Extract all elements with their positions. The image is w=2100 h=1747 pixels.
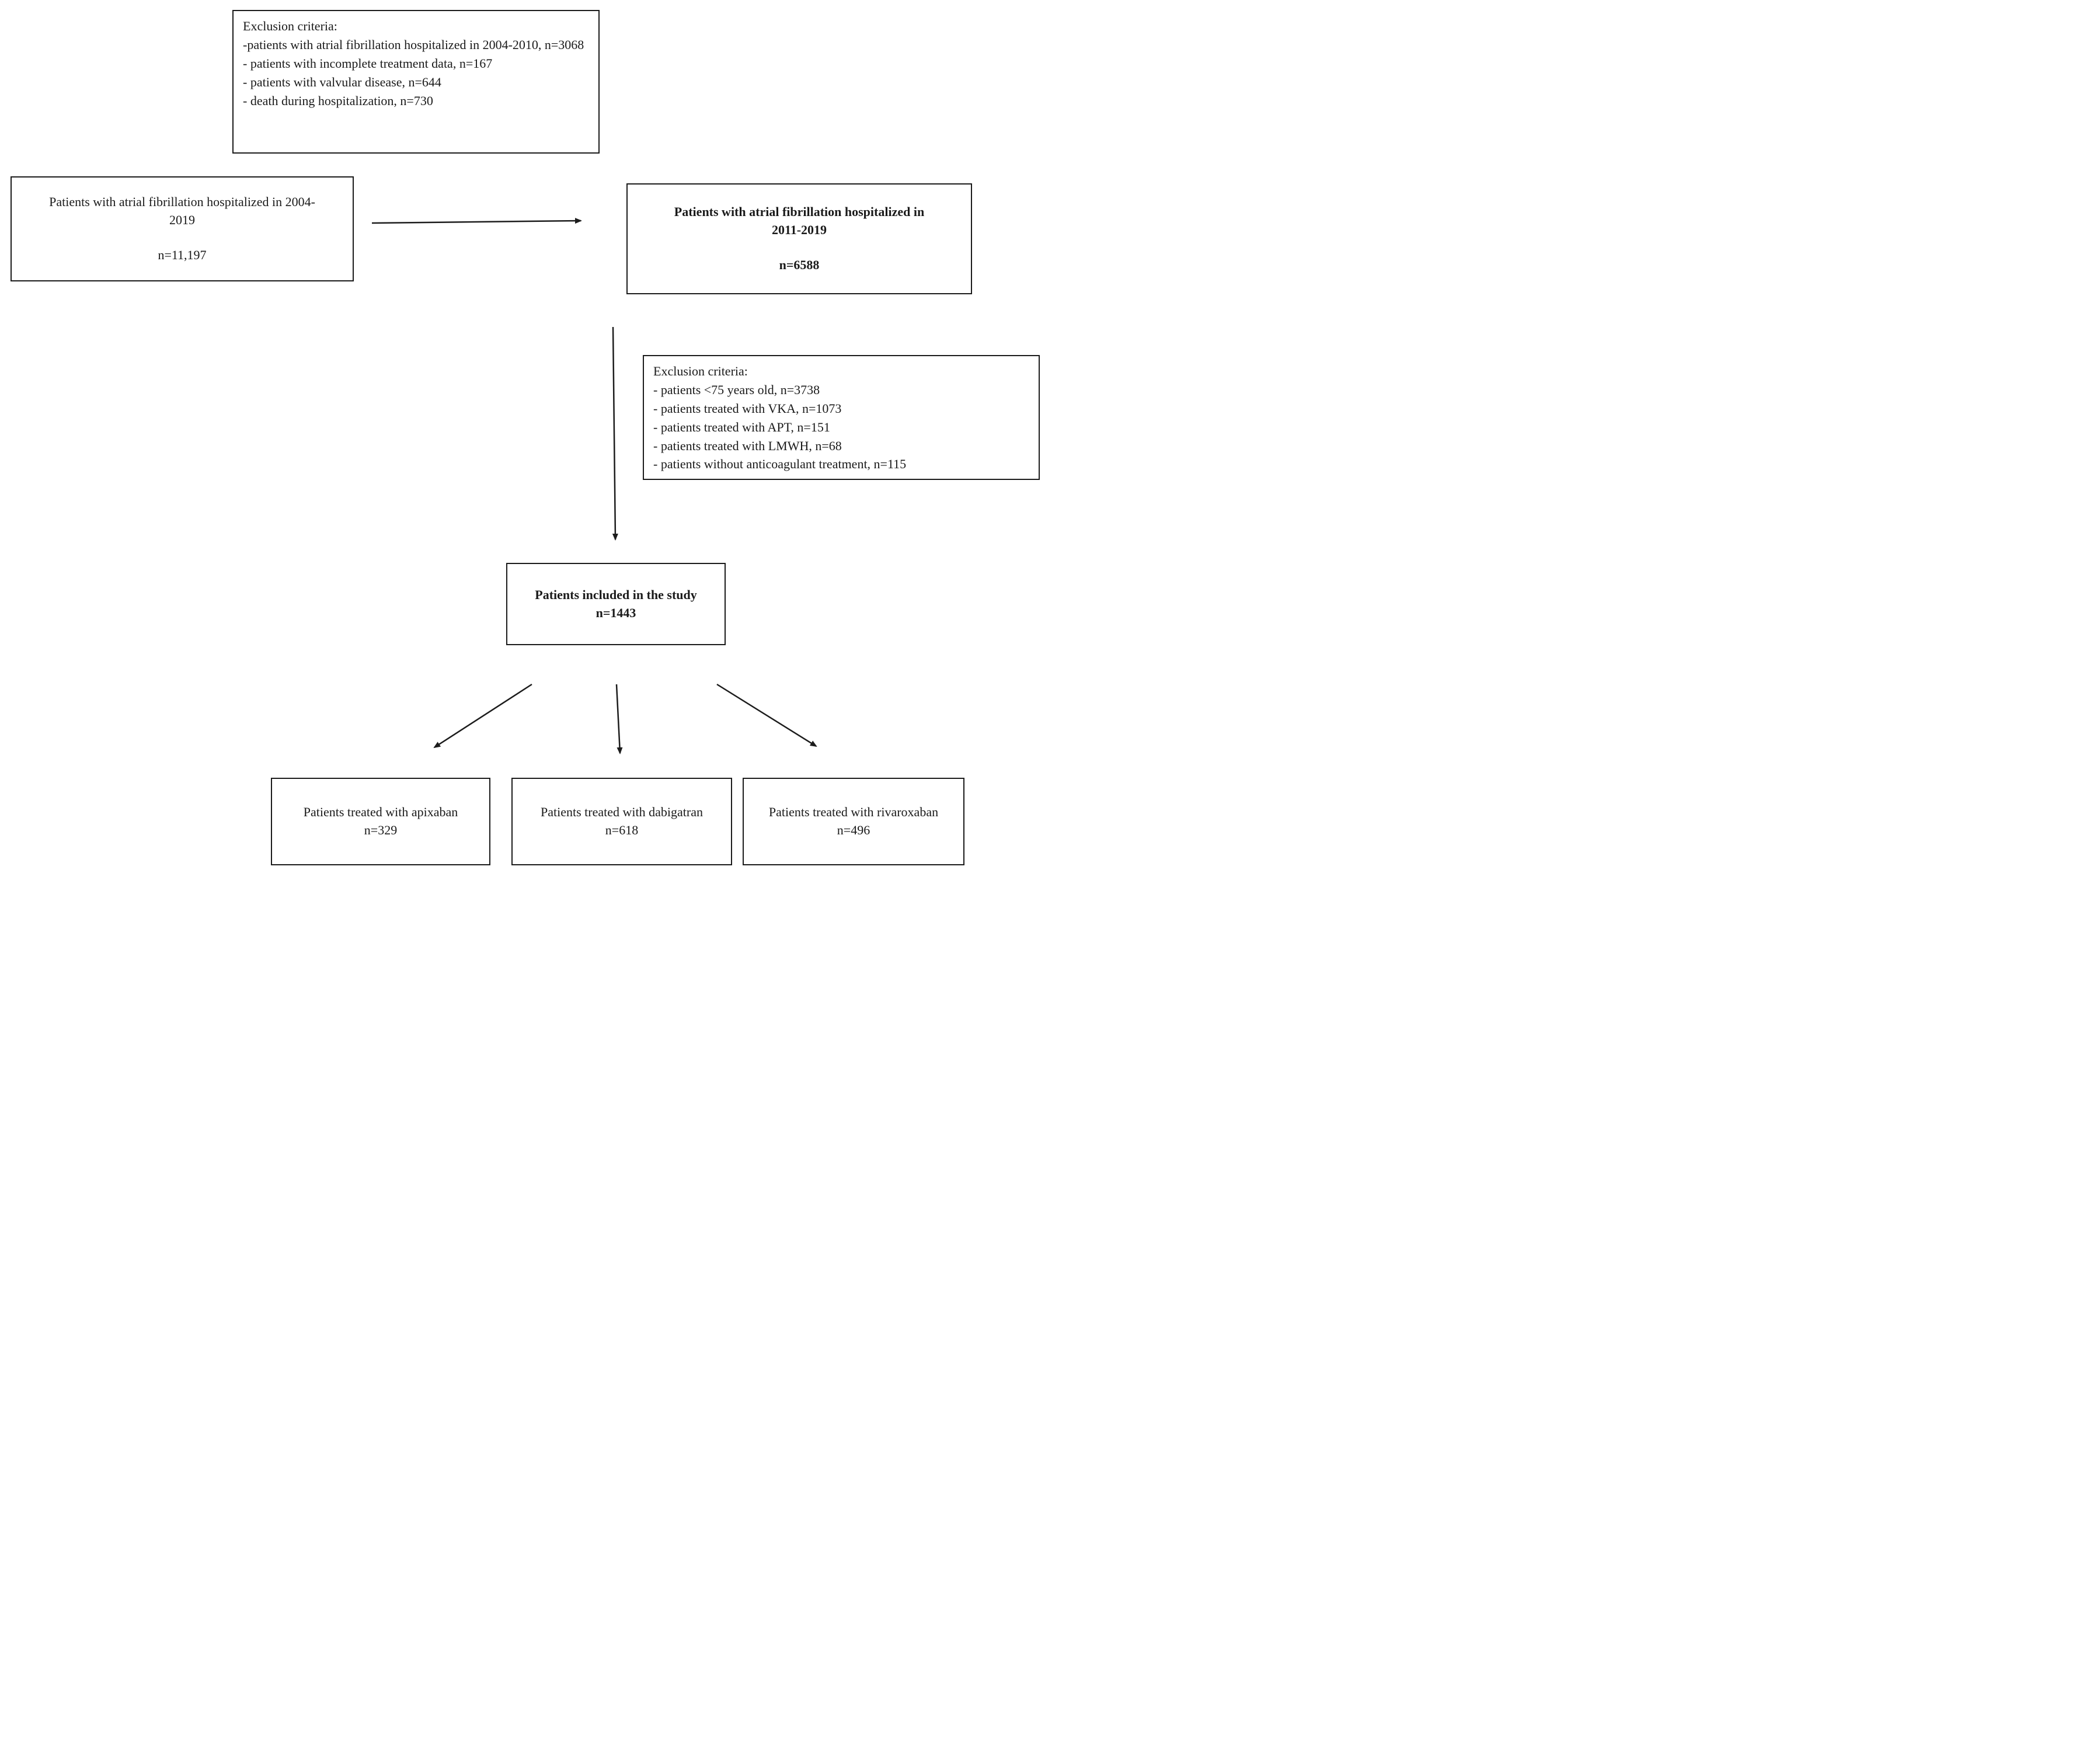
exclusion-criteria-mid-box: Exclusion criteria: - patients <75 years… bbox=[643, 355, 1040, 480]
exclusion-top-item: -patients with atrial fibrillation hospi… bbox=[243, 37, 584, 52]
exclusion-top-item: - patients with incomplete treatment dat… bbox=[243, 55, 493, 71]
source-population-box: Patients with atrial fibrillation hospit… bbox=[11, 176, 354, 281]
exclusion-mid-item: - patients <75 years old, n=3738 bbox=[653, 382, 820, 397]
cohort-2011-2019-box: Patients with atrial fibrillation hospit… bbox=[626, 183, 972, 294]
included-in-study-box: Patients included in the study n=1443 bbox=[506, 563, 726, 645]
patient-flow-diagram: Exclusion criteria: -patients with atria… bbox=[0, 0, 1050, 874]
exclusion-top-item: - patients with valvular disease, n=644 bbox=[243, 74, 441, 89]
dabigatran-count: n=618 bbox=[605, 823, 639, 837]
arrow-included-to-rivaroxaban-icon bbox=[716, 683, 817, 747]
cohort-title: Patients with atrial fibrillation hospit… bbox=[674, 204, 925, 237]
arrow-included-to-apixaban-icon bbox=[433, 683, 532, 749]
dabigatran-title: Patients treated with dabigatran bbox=[541, 805, 703, 820]
exclusion-top-item: - death during hospitalization, n=730 bbox=[243, 93, 433, 108]
source-population-count: n=11,197 bbox=[158, 248, 207, 263]
included-count: n=1443 bbox=[595, 605, 636, 620]
source-population-title: Patients with atrial fibrillation hospit… bbox=[49, 194, 315, 227]
included-title: Patients included in the study bbox=[535, 587, 697, 602]
exclusion-mid-item: - patients without anticoagulant treatme… bbox=[653, 457, 907, 472]
dabigatran-box: Patients treated with dabigatran n=618 bbox=[511, 778, 732, 865]
exclusion-criteria-top-box: Exclusion criteria: -patients with atria… bbox=[232, 10, 600, 154]
exclusion-top-header: Exclusion criteria: bbox=[243, 19, 337, 33]
arrow-source-to-cohort-icon bbox=[371, 218, 582, 224]
rivaroxaban-box: Patients treated with rivaroxaban n=496 bbox=[743, 778, 964, 865]
exclusion-mid-header: Exclusion criteria: bbox=[653, 364, 748, 378]
apixaban-box: Patients treated with apixaban n=329 bbox=[271, 778, 490, 865]
arrow-cohort-to-included-icon bbox=[612, 326, 618, 541]
exclusion-mid-item: - patients treated with LMWH, n=68 bbox=[653, 438, 842, 453]
exclusion-mid-item: - patients treated with VKA, n=1073 bbox=[653, 401, 842, 416]
cohort-count: n=6588 bbox=[779, 257, 820, 273]
rivaroxaban-count: n=496 bbox=[837, 823, 870, 837]
exclusion-mid-item: - patients treated with APT, n=151 bbox=[653, 419, 830, 434]
apixaban-title: Patients treated with apixaban bbox=[303, 805, 458, 820]
apixaban-count: n=329 bbox=[364, 823, 398, 837]
rivaroxaban-title: Patients treated with rivaroxaban bbox=[768, 805, 939, 820]
arrow-included-to-dabigatran-icon bbox=[615, 684, 623, 754]
